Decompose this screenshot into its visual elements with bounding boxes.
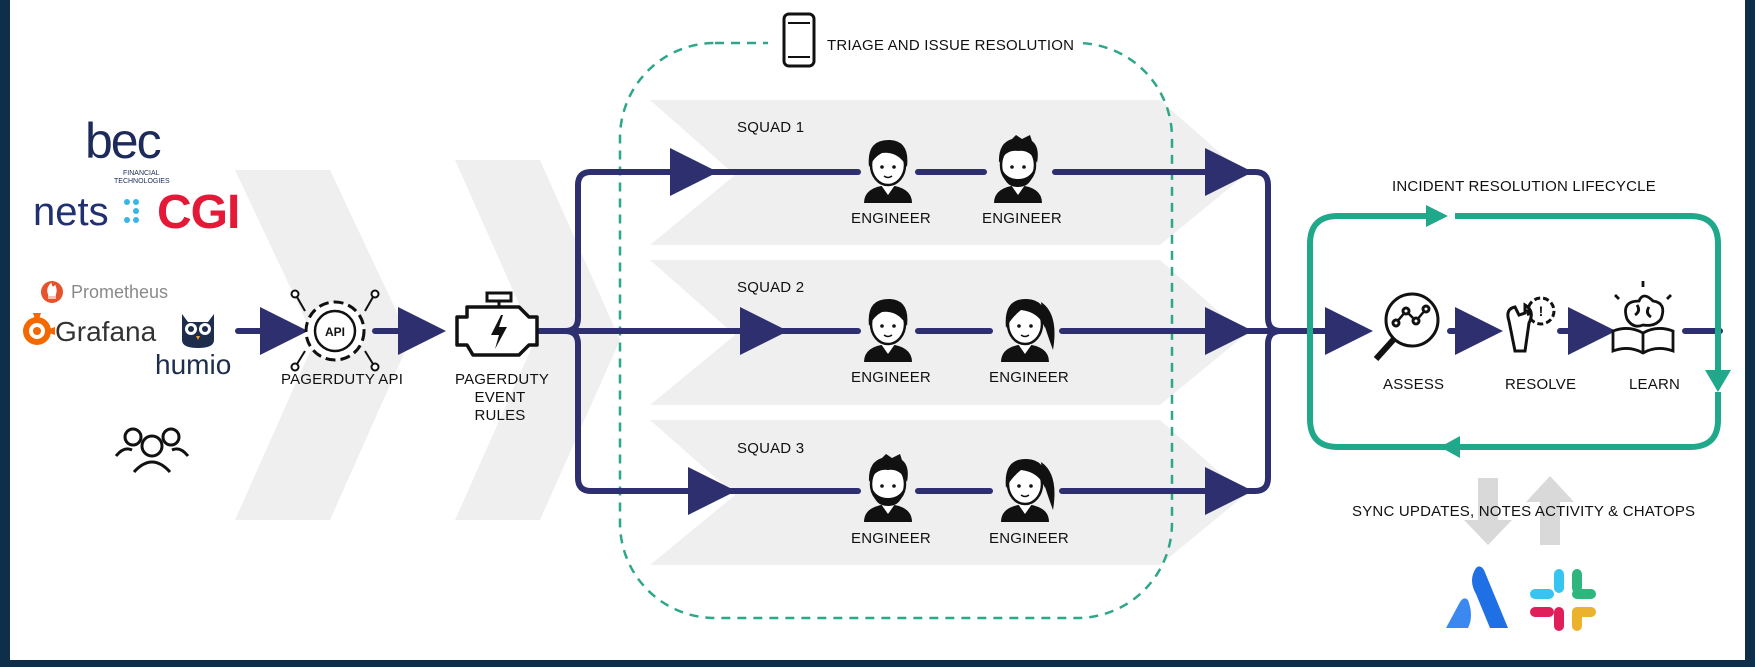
sync-arrows xyxy=(1464,476,1574,545)
atlassian-icon xyxy=(1446,566,1508,628)
engine-icon xyxy=(455,291,539,357)
prometheus-logo: Prometheus xyxy=(71,282,169,302)
engineer-avatars xyxy=(864,135,1055,522)
magnifier-chart-icon xyxy=(1373,292,1440,362)
squad-2-engineer-2: ENGINEER xyxy=(989,369,1069,386)
squad-1-engineer-2: ENGINEER xyxy=(982,210,1062,227)
brain-book-icon xyxy=(1611,281,1675,355)
api-gear-icon: API xyxy=(290,289,380,372)
humio-owl-icon xyxy=(182,314,214,348)
squad-3-label: SQUAD 3 xyxy=(737,440,805,457)
nets-logo: nets xyxy=(33,190,109,234)
lifecycle-loop xyxy=(1307,205,1731,458)
lifecycle-title: INCIDENT RESOLUTION LIFECYCLE xyxy=(1392,178,1656,195)
engineer-avatar-icon xyxy=(994,135,1042,203)
squad-3-engineer-2: ENGINEER xyxy=(989,530,1069,547)
event-rules-line-1: PAGERDUTY xyxy=(455,371,550,388)
engineer-avatar-icon xyxy=(864,454,912,522)
squad-2-label: SQUAD 2 xyxy=(737,279,805,296)
bec-logo: bec xyxy=(85,113,162,169)
step-resolve: RESOLVE xyxy=(1505,376,1577,393)
squad-1-engineer-1: ENGINEER xyxy=(851,210,931,227)
squad-1-label: SQUAD 1 xyxy=(737,119,805,136)
step-assess: ASSESS xyxy=(1383,376,1445,393)
event-rules-label: PAGERDUTY EVENT RULES xyxy=(455,371,550,425)
sync-label: SYNC UPDATES, NOTES ACTIVITY & CHATOPS xyxy=(1352,503,1696,520)
squad-3-engineer-1: ENGINEER xyxy=(851,530,931,547)
arrow-up xyxy=(1526,476,1574,545)
prometheus-icon xyxy=(41,281,63,303)
engineer-avatar-icon xyxy=(1001,298,1055,362)
step-learn: LEARN xyxy=(1629,376,1681,393)
arrow-down xyxy=(1464,478,1512,545)
humio-logo: humio xyxy=(155,349,232,380)
svg-text:API: API xyxy=(325,325,345,339)
wrench-gear-icon: ! xyxy=(1506,296,1556,353)
engineer-avatar-icon xyxy=(1001,458,1055,522)
event-rules-line-3: RULES xyxy=(474,407,526,424)
svg-text:!: ! xyxy=(1539,303,1544,319)
triage-title: TRIAGE AND ISSUE RESOLUTION xyxy=(827,37,1075,54)
engineer-avatar-icon xyxy=(864,298,912,362)
bec-subtitle-2: TECHNOLOGIES xyxy=(114,178,170,185)
grafana-logo: Grafana xyxy=(55,316,157,347)
nets-dots-icon xyxy=(124,199,139,223)
bec-subtitle-1: FINANCIAL xyxy=(123,170,160,177)
event-rules-line-2: EVENT xyxy=(474,389,526,406)
squad-2-engineer-1: ENGINEER xyxy=(851,369,931,386)
phone-icon xyxy=(782,12,816,68)
pagerduty-api-label: PAGERDUTY API xyxy=(281,371,404,388)
grafana-icon xyxy=(23,313,55,345)
flow-lines xyxy=(235,148,1723,515)
slack-icon xyxy=(1530,569,1596,631)
engineer-avatar-icon xyxy=(864,139,912,203)
users-icon xyxy=(114,427,190,474)
cgi-logo: CGI xyxy=(157,186,240,239)
